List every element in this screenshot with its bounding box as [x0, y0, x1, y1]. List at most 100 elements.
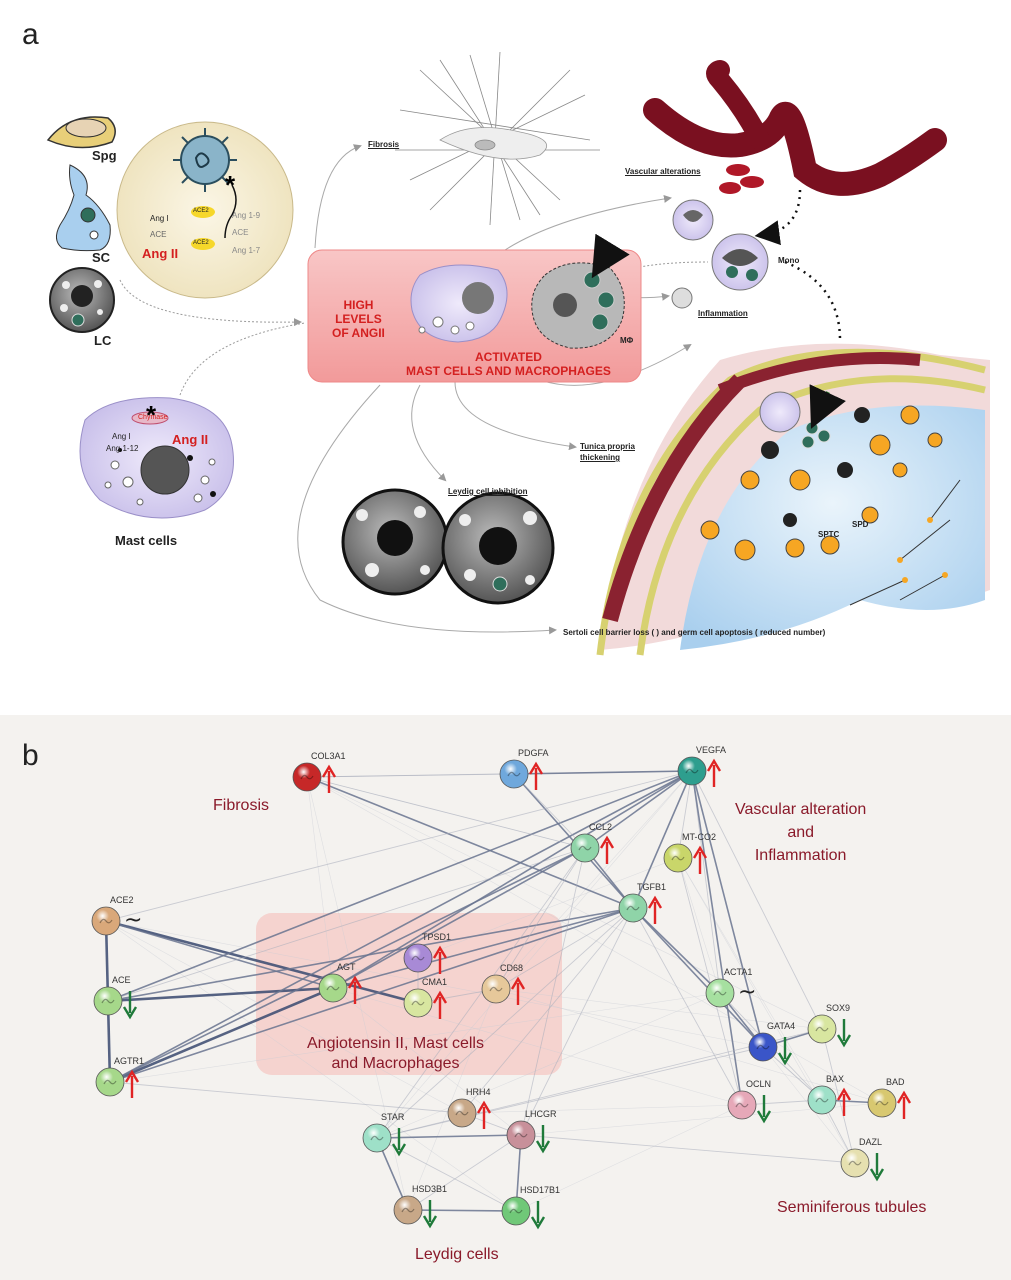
- edge-CCL2-STAR: [376, 847, 586, 1139]
- mast-ang1-label: Ang I: [112, 432, 131, 441]
- virus-asterisk: *: [225, 170, 236, 200]
- gene-node-tpsd1[interactable]: [403, 943, 433, 973]
- edge-ACE-VEGFA: [107, 770, 693, 1002]
- gene-node-sox9[interactable]: [807, 1014, 837, 1044]
- monocytes: [671, 199, 769, 309]
- gene-structure-icon: [671, 855, 685, 861]
- edge-ACE2-VEGFA: [105, 770, 693, 922]
- mast-ang2-label: Ang II: [172, 432, 209, 447]
- gene-structure-icon: [326, 985, 340, 991]
- mast-asterisk: *: [146, 400, 157, 430]
- gene-node-pdgfa[interactable]: [499, 759, 529, 789]
- gene-node-gata4[interactable]: [748, 1032, 778, 1062]
- edge-faint: [461, 1104, 743, 1114]
- gene-node-hrh4[interactable]: [447, 1098, 477, 1128]
- gene-label-sox9: SOX9: [826, 1003, 851, 1013]
- gene-structure-icon: [411, 1000, 425, 1006]
- edge-TGFB1-ACTA1: [632, 907, 721, 994]
- down-arrow-icon: [836, 1019, 852, 1048]
- mast-cell: [79, 397, 234, 519]
- edge-TGFB1-OCLN: [632, 907, 743, 1106]
- gene-structure-icon: [815, 1026, 829, 1032]
- edge-TGFB1-LHCGR: [520, 907, 634, 1136]
- gene-node-ccl2[interactable]: [570, 833, 600, 863]
- gene-structure-icon: [626, 905, 640, 911]
- gene-node-cma1[interactable]: [403, 988, 433, 1018]
- gene-node-agt[interactable]: [318, 973, 348, 1003]
- gene-label-hsd3b1: HSD3B1: [412, 1184, 448, 1194]
- edge-faint: [407, 988, 497, 1211]
- gene-node-ocln[interactable]: [727, 1090, 757, 1120]
- edge-HSD3B1-HSD17B1: [407, 1209, 517, 1212]
- edge-TGFB1-HRH4: [461, 907, 634, 1114]
- gene-node-vegfa[interactable]: [677, 756, 707, 786]
- gene-node-tgfb1[interactable]: [618, 893, 648, 923]
- gene-structure-icon: [578, 845, 592, 851]
- seminiferous-group-label: Seminiferous tubules: [777, 1199, 927, 1216]
- vascular-group-label: Vascular alteration and Inflammation: [735, 801, 867, 864]
- gene-node-agtr1[interactable]: [95, 1067, 125, 1097]
- ang17-label: Ang 1-7: [232, 246, 261, 255]
- fibrosis-network: [395, 51, 600, 226]
- edge-VEGFA-MT-CO2: [677, 770, 693, 859]
- up-arrow-icon: [476, 1100, 492, 1129]
- edge-VEGFA-TGFB1: [632, 770, 693, 909]
- edge-TGFB1-STAR: [376, 907, 634, 1139]
- activated-label: ACTIVATED MAST CELLS AND MACROPHAGES: [406, 350, 611, 378]
- gene-structure-icon: [370, 1135, 384, 1141]
- gene-node-star[interactable]: [362, 1123, 392, 1153]
- chymase-label: Chymase: [138, 414, 168, 421]
- gene-node-bax[interactable]: [807, 1085, 837, 1115]
- ang19-label: Ang 1-9: [232, 211, 261, 220]
- edge-LHCGR-HSD3B1: [407, 1134, 522, 1211]
- inflammation-label: Inflammation: [698, 309, 748, 318]
- gene-structure-icon: [455, 1110, 469, 1116]
- gene-node-cd68[interactable]: [481, 974, 511, 1004]
- gene-label-ace: ACE: [112, 975, 131, 985]
- edge-AGTR1-VEGFA: [109, 770, 693, 1083]
- gene-label-bad: BAD: [886, 1077, 905, 1087]
- edge-ACE-CCL2: [107, 847, 586, 1002]
- down-arrow-icon: [391, 1128, 407, 1157]
- gene-node-ace[interactable]: [93, 986, 123, 1016]
- gene-label-ccl2: CCL2: [589, 822, 613, 832]
- edge-AGT-AGTR1: [109, 986, 334, 1084]
- gene-label-dazl: DAZL: [859, 1137, 883, 1147]
- sptc-label: SPTC: [818, 530, 840, 539]
- gene-node-col3a1[interactable]: [292, 762, 322, 792]
- edge-ACE2-AGT: [105, 920, 334, 989]
- gene-node-mt-co2[interactable]: [663, 843, 693, 873]
- ang2-label: Ang II: [142, 246, 179, 261]
- gene-node-ace2[interactable]: [91, 906, 121, 936]
- gene-structure-icon: [685, 768, 699, 774]
- down-arrow-icon: [422, 1200, 438, 1229]
- sertoli-barrier-label: Sertoli cell barrier loss ( ) and germ c…: [563, 628, 826, 637]
- sertoli-cell: [56, 164, 111, 252]
- edge-SOX9-DAZL: [821, 1028, 856, 1164]
- panel-b-letter: b: [22, 739, 39, 772]
- gene-node-hsd3b1[interactable]: [393, 1195, 423, 1225]
- gene-node-dazl[interactable]: [840, 1148, 870, 1178]
- up-arrow-icon: [347, 975, 363, 1004]
- gene-structure-icon: [756, 1044, 770, 1050]
- up-arrow-icon: [432, 945, 448, 974]
- gene-node-acta1[interactable]: [705, 978, 735, 1008]
- edge-faint: [105, 920, 764, 1048]
- ace-label-b: ACE: [232, 228, 249, 237]
- gene-node-hsd17b1[interactable]: [501, 1196, 531, 1226]
- gene-structure-icon: [300, 774, 314, 780]
- gene-node-bad[interactable]: [867, 1088, 897, 1118]
- gene-node-lhcgr[interactable]: [506, 1120, 536, 1150]
- mono-label: Mono: [778, 256, 800, 265]
- edge-ACE2-CMA1: [105, 919, 419, 1005]
- blood-vessel: [643, 60, 947, 196]
- leydig-inhibition-label: Leydig cell inhibition: [448, 487, 528, 496]
- ace2-pathway-cell: [116, 121, 294, 299]
- down-arrow-icon: [122, 991, 138, 1020]
- edge-faint: [332, 987, 743, 1106]
- edge-AGT-TGFB1: [332, 907, 634, 989]
- mast-cells-label: Mast cells: [115, 533, 178, 548]
- ace2-label-a: ACE2: [193, 208, 209, 214]
- edge-faint: [105, 920, 463, 1114]
- edge-faint: [417, 857, 679, 959]
